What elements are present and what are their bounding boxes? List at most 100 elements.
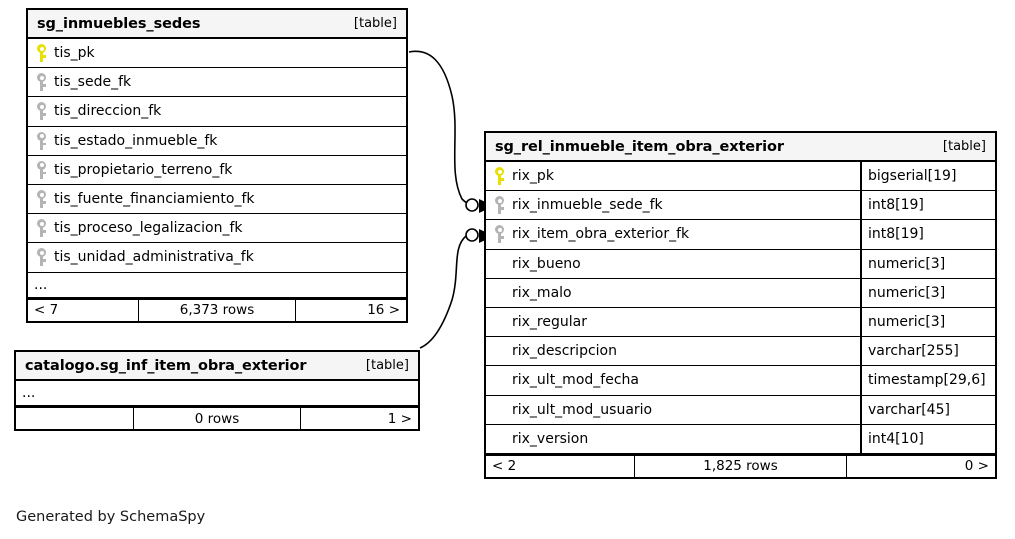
column-name: rix_inmueble_sede_fk bbox=[512, 197, 663, 214]
column-name-cell: tis_propietario_terreno_fk bbox=[28, 156, 406, 184]
table-row[interactable]: rix_malo numeric[3] bbox=[486, 278, 995, 308]
table-footer: < 7 6,373 rows 16 > bbox=[28, 297, 406, 321]
column-name: tis_unidad_administrativa_fk bbox=[54, 249, 254, 266]
column-name: rix_bueno bbox=[512, 255, 581, 272]
table-header: catalogo.sg_inf_item_obra_exterior [tabl… bbox=[16, 352, 418, 381]
column-type: numeric[3] bbox=[860, 249, 995, 278]
foreign-key-icon bbox=[36, 160, 47, 179]
foreign-key-icon bbox=[36, 102, 47, 121]
table-row[interactable]: rix_ult_mod_fecha timestamp[29,6] bbox=[486, 366, 995, 396]
table-row[interactable]: tis_propietario_terreno_fk bbox=[28, 155, 406, 185]
column-type: bigserial[19] bbox=[860, 162, 995, 191]
table-row[interactable]: tis_unidad_administrativa_fk bbox=[28, 243, 406, 273]
table-sg-inmuebles-sedes[interactable]: sg_inmuebles_sedes [table] tis_pk tis_se… bbox=[26, 8, 408, 323]
footer-row-count: 0 rows bbox=[132, 408, 302, 429]
foreign-key-icon bbox=[494, 225, 505, 244]
foreign-key-icon bbox=[36, 131, 47, 150]
foreign-key-icon bbox=[494, 196, 505, 215]
no-key-spacer bbox=[494, 401, 505, 419]
column-name: tis_estado_inmueble_fk bbox=[54, 132, 218, 149]
relationship-zero-or-more-marker bbox=[465, 228, 479, 242]
table-row[interactable]: rix_inmueble_sede_fk int8[19] bbox=[486, 191, 995, 221]
footer-row-count: 1,825 rows bbox=[633, 455, 848, 477]
table-row[interactable]: tis_direccion_fk bbox=[28, 97, 406, 127]
foreign-key-icon bbox=[36, 73, 47, 92]
column-name-cell: tis_estado_inmueble_fk bbox=[28, 127, 406, 155]
more-columns-indicator: ... bbox=[16, 381, 418, 406]
footer-row-count: 6,373 rows bbox=[137, 299, 297, 321]
table-row[interactable]: rix_descripcion varchar[255] bbox=[486, 337, 995, 367]
footer-child-count[interactable]: 0 > bbox=[964, 458, 989, 475]
table-type-tag: [table] bbox=[353, 16, 397, 31]
column-name: tis_direccion_fk bbox=[54, 103, 162, 120]
footer-child-count[interactable]: 16 > bbox=[367, 302, 400, 318]
column-name: tis_pk bbox=[54, 45, 95, 62]
column-name: tis_sede_fk bbox=[54, 74, 132, 91]
column-type: numeric[3] bbox=[860, 307, 995, 337]
column-name-cell: tis_proceso_legalizacion_fk bbox=[28, 214, 406, 242]
column-name: rix_malo bbox=[512, 284, 572, 301]
table-row[interactable]: tis_pk bbox=[28, 39, 406, 69]
column-type: timestamp[29,6] bbox=[860, 366, 995, 395]
no-key-spacer bbox=[494, 342, 505, 360]
table-row[interactable]: rix_version int4[10] bbox=[486, 424, 995, 454]
footer-parent-count[interactable]: < 7 bbox=[34, 302, 59, 318]
table-header: sg_inmuebles_sedes [table] bbox=[28, 10, 406, 39]
table-row[interactable]: tis_sede_fk bbox=[28, 68, 406, 98]
column-name-cell: rix_ult_mod_usuario bbox=[486, 396, 860, 424]
column-name: tis_fuente_financiamiento_fk bbox=[54, 191, 255, 208]
no-key-spacer bbox=[494, 284, 505, 302]
primary-key-icon bbox=[494, 167, 505, 186]
column-name: rix_item_obra_exterior_fk bbox=[512, 226, 690, 243]
relationship-zero-or-more-marker bbox=[465, 198, 479, 212]
column-type: numeric[3] bbox=[860, 278, 995, 307]
no-key-spacer bbox=[494, 255, 505, 273]
column-name-cell: tis_pk bbox=[28, 39, 406, 67]
column-name: rix_regular bbox=[512, 314, 587, 331]
table-title: sg_rel_inmueble_item_obra_exterior bbox=[495, 138, 784, 155]
relationship-edge-inmueble-sede bbox=[408, 50, 494, 213]
more-columns-indicator: ... bbox=[28, 272, 406, 298]
column-name-cell: rix_pk bbox=[486, 162, 860, 190]
column-name-cell: tis_sede_fk bbox=[28, 68, 406, 96]
column-name-cell: rix_inmueble_sede_fk bbox=[486, 191, 860, 219]
no-key-spacer bbox=[494, 430, 505, 448]
column-type: int4[10] bbox=[860, 424, 995, 453]
table-row[interactable]: rix_ult_mod_usuario varchar[45] bbox=[486, 395, 995, 425]
foreign-key-icon bbox=[36, 190, 47, 209]
foreign-key-icon bbox=[36, 219, 47, 238]
column-name-cell: rix_malo bbox=[486, 279, 860, 307]
column-name-cell: rix_item_obra_exterior_fk bbox=[486, 220, 860, 248]
footer-parent-count[interactable] bbox=[16, 408, 133, 429]
table-row[interactable]: rix_pk bigserial[19] bbox=[486, 162, 995, 192]
table-sg-rel-inmueble-item-obra-exterior[interactable]: sg_rel_inmueble_item_obra_exterior [tabl… bbox=[484, 131, 997, 479]
column-name: rix_ult_mod_fecha bbox=[512, 372, 639, 389]
table-catalogo-sg-inf-item-obra-exterior[interactable]: catalogo.sg_inf_item_obra_exterior [tabl… bbox=[14, 350, 420, 431]
no-key-spacer bbox=[494, 313, 505, 331]
table-row[interactable]: tis_estado_inmueble_fk bbox=[28, 126, 406, 156]
column-type: varchar[255] bbox=[860, 337, 995, 366]
column-name: rix_version bbox=[512, 430, 589, 447]
table-title: catalogo.sg_inf_item_obra_exterior bbox=[25, 357, 307, 374]
column-name-cell: rix_bueno bbox=[486, 250, 860, 278]
generated-by-note: Generated by SchemaSpy bbox=[16, 509, 206, 525]
column-name: rix_pk bbox=[512, 168, 554, 185]
column-name-cell: tis_unidad_administrativa_fk bbox=[28, 243, 406, 271]
column-type: varchar[45] bbox=[860, 395, 995, 424]
column-name-cell: rix_ult_mod_fecha bbox=[486, 366, 860, 394]
table-row[interactable]: tis_fuente_financiamiento_fk bbox=[28, 184, 406, 215]
footer-child-count[interactable]: 1 > bbox=[387, 410, 412, 427]
footer-parent-count[interactable]: < 2 bbox=[492, 458, 517, 475]
table-row[interactable]: rix_regular numeric[3] bbox=[486, 307, 995, 338]
column-name: rix_ult_mod_usuario bbox=[512, 401, 653, 418]
column-name: tis_proceso_legalizacion_fk bbox=[54, 220, 243, 237]
column-name: rix_descripcion bbox=[512, 343, 617, 360]
table-header: sg_rel_inmueble_item_obra_exterior [tabl… bbox=[486, 133, 995, 162]
table-row[interactable]: rix_bueno numeric[3] bbox=[486, 249, 995, 279]
table-row[interactable]: rix_item_obra_exterior_fk int8[19] bbox=[486, 220, 995, 250]
relationship-edge-item-obra-exterior bbox=[419, 228, 494, 349]
table-row[interactable]: tis_proceso_legalizacion_fk bbox=[28, 214, 406, 244]
column-name-cell: tis_direccion_fk bbox=[28, 97, 406, 125]
column-name-cell: rix_descripcion bbox=[486, 337, 860, 365]
column-type: int8[19] bbox=[860, 220, 995, 249]
